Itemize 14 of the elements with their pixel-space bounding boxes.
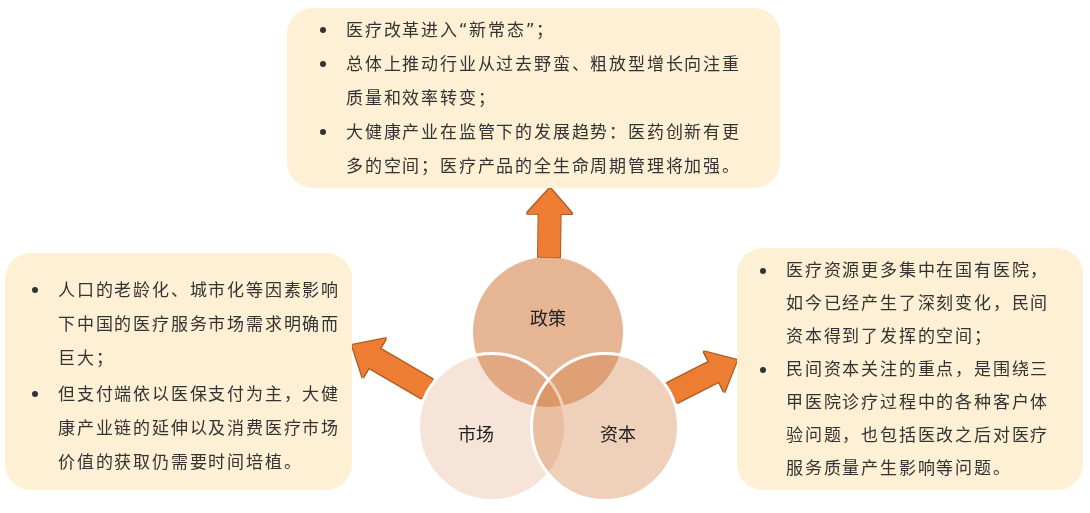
note-card — [5, 253, 352, 490]
note-card — [287, 8, 780, 188]
block-arrow — [526, 187, 573, 258]
bullet-text: 人口的老龄化、城市化等因素影响下中国的医疗服务市场需求明确而巨大； — [58, 279, 341, 370]
circle-label: 政策 — [530, 307, 566, 330]
bullet-text: 总体上推动行业从过去野蛮、粗放型增长向注重质量和效率转变； — [346, 53, 742, 110]
circle-label: 市场 — [458, 423, 494, 446]
bullet-text: 但支付端依以医保支付为主，大健康产业链的延伸以及消费医疗市场价值的获取仍需要时间培植。 — [58, 383, 341, 474]
bullet-text: 医疗资源更多集中在国有医院，如今已经产生了深刻变化，民间资本得到了发挥的空间； — [786, 259, 1051, 348]
note-card — [737, 248, 1083, 490]
bullet-text: 大健康产业在监管下的发展趋势：医药创新有更多的空间；医疗产品的全生命周期管理将加强。 — [346, 121, 742, 178]
bullet-text: 民间资本关注的重点，是围绕三甲医院诊疗过程中的各种客户体验问题，也包括医改之后对医疗服务质量产生影响等问题。 — [786, 358, 1051, 480]
bullet-text: 医疗改革进入“新常态”； — [346, 19, 557, 42]
circle-label: 资本 — [600, 423, 636, 446]
